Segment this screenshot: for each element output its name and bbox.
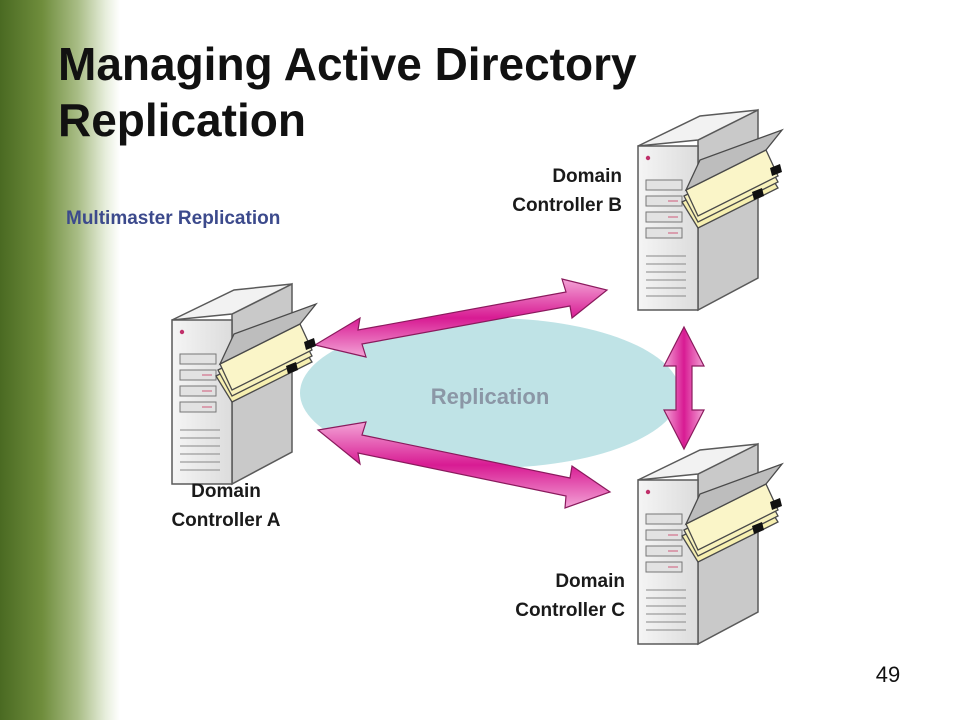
center-label: Replication — [431, 384, 550, 409]
arrow-b-c — [663, 325, 705, 451]
server-c-label-line2: Controller C — [515, 600, 625, 621]
server-b-label-line1: Domain — [552, 166, 622, 187]
server-a-icon — [171, 283, 317, 485]
server-a-label-line2: Controller A — [171, 510, 281, 531]
server-c-label-line1: Domain — [555, 571, 625, 592]
replication-cloud — [300, 318, 680, 468]
title-line-2: Replication — [58, 94, 306, 146]
server-b-label-line2: Controller B — [512, 195, 622, 216]
slide-title: Managing Active Directory Replication — [58, 36, 637, 148]
server-b-label: Domain Controller B — [470, 162, 622, 220]
server-b-icon — [637, 109, 783, 311]
side-decoration-band — [0, 0, 120, 720]
arrow-a-c — [316, 421, 612, 509]
server-a-label-line1: Domain — [191, 481, 261, 502]
subtitle: Multimaster Replication — [66, 208, 281, 229]
server-c-label: Domain Controller C — [470, 567, 625, 625]
page-number: 49 — [875, 662, 901, 687]
server-c-icon — [637, 443, 783, 645]
arrow-a-b — [313, 278, 609, 358]
title-line-1: Managing Active Directory — [58, 38, 637, 90]
server-a-label: Domain Controller A — [156, 477, 296, 535]
